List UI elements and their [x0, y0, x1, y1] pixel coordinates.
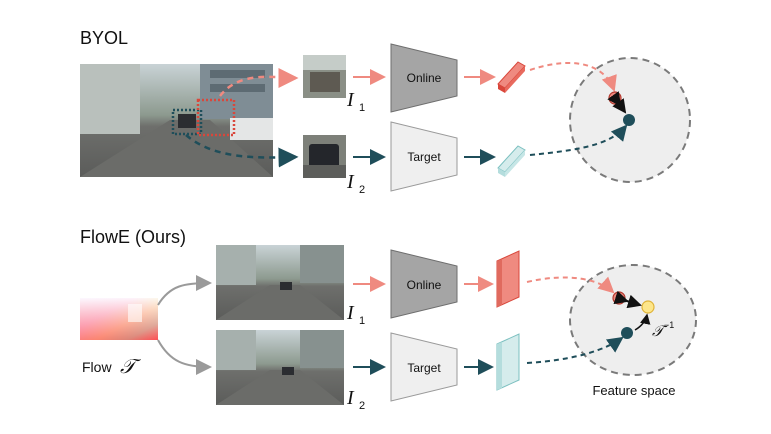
byol-online-encoder: [390, 43, 458, 113]
flowe-attract-arrow: [613, 290, 642, 309]
inverse-transform-arrow: [634, 313, 651, 331]
flowe-online-embedding-point: [612, 291, 626, 305]
online-embedding-point: [608, 91, 622, 105]
target-embedding-point: [623, 114, 635, 126]
flowe-target-feature-map: [496, 333, 520, 391]
flowe-online-encoder: [390, 249, 458, 319]
byol-target-feature: [497, 145, 526, 177]
flowe-frame2-image: [216, 330, 344, 405]
byol-view2-image: [303, 135, 346, 178]
flow-field-image: [80, 298, 158, 340]
byol-target-label: Target: [407, 150, 441, 164]
byol-view2-subscript: 2: [359, 184, 365, 196]
byol-online-feature: [497, 61, 526, 93]
byol-view1-image: [303, 55, 346, 98]
flowe-online-feature-map: [496, 250, 520, 308]
crop2-arrow: [185, 134, 299, 168]
flowe-online-projection-arrow: [526, 276, 615, 294]
flowe-view1-subscript: 1: [359, 315, 365, 327]
online-projection-arrow: [529, 62, 617, 92]
flowe-title: FlowE (Ours): [80, 227, 186, 247]
inverse-transform-superscript: −1: [664, 320, 674, 330]
byol-view2-symbol: I: [346, 171, 355, 193]
flowe-target-embedding-point: [621, 327, 633, 339]
byol-view1-symbol: I: [346, 89, 355, 111]
byol-attract-arrow: [607, 91, 627, 114]
transformed-embedding-point: [641, 300, 655, 314]
flowe-target-label: Target: [407, 361, 441, 375]
view1-crop-box: [196, 98, 236, 137]
flow-to-frame1-arrow: [157, 275, 212, 306]
flow-to-frame2-arrow: [157, 339, 212, 375]
flowe-frame1-image: [216, 245, 344, 320]
flowe-online-label: Online: [407, 278, 442, 292]
flow-label: Flow: [82, 359, 112, 375]
flowe-view1-symbol: I: [346, 302, 355, 324]
byol-view1-subscript: 1: [359, 102, 365, 114]
byol-source-image: [80, 64, 273, 177]
flowe-target-encoder: [390, 332, 458, 402]
target-projection-arrow: [529, 124, 628, 156]
flowe-view2-symbol: I: [346, 387, 355, 409]
flow-symbol: 𝒯: [120, 356, 142, 378]
byol-title: BYOL: [80, 28, 128, 48]
byol-online-label: Online: [407, 71, 442, 85]
byol-target-encoder: [390, 121, 458, 192]
flowe-target-projection-arrow: [526, 336, 624, 364]
flowe-feature-space: [569, 264, 697, 376]
feature-space-label: Feature space: [592, 383, 675, 398]
flowe-view2-subscript: 2: [359, 400, 365, 412]
view2-crop-box: [171, 108, 203, 136]
